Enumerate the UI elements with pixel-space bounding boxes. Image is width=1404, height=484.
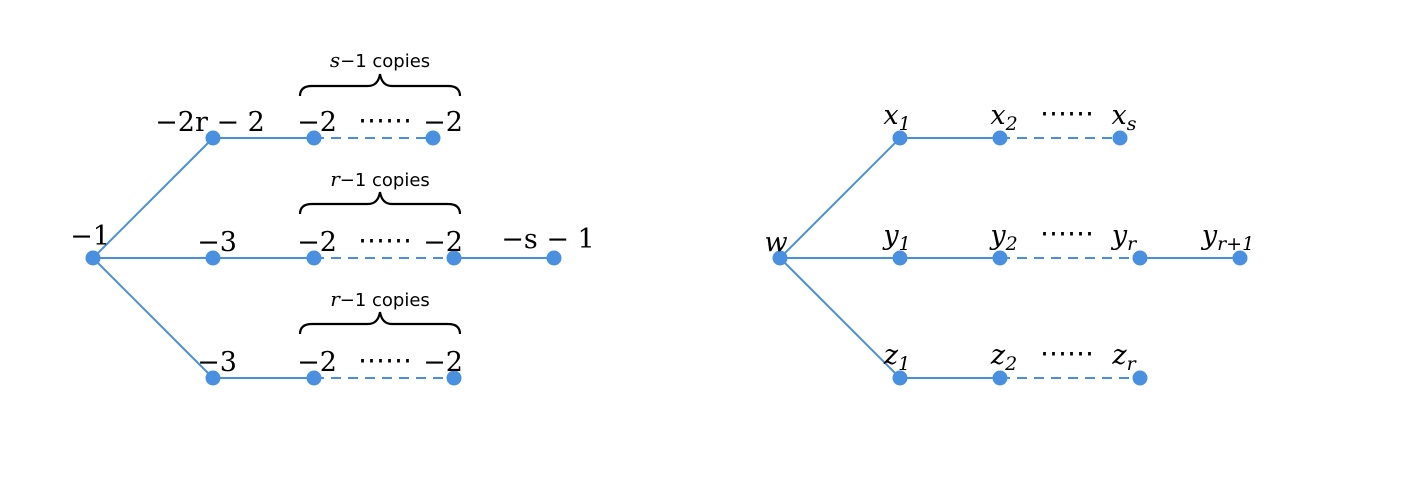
left-node-middle-2 — [306, 250, 322, 266]
right-label-x2-base: x — [990, 100, 1005, 131]
left-top-first-label: −2r − 2 — [155, 107, 265, 138]
right-label-y1-base: y — [882, 220, 899, 251]
right-edge-center-top — [779, 137, 901, 259]
right-graph: w x1 x2 ⋯⋯ xs y1 y2 ⋯⋯ yr yr+1 z1 z2 ⋯⋯ … — [764, 98, 1254, 386]
right-label-x2: x2 — [990, 100, 1017, 135]
right-node-zr — [1132, 370, 1148, 386]
right-label-xs-sub: s — [1127, 113, 1137, 135]
right-label-xs: xs — [1112, 100, 1137, 135]
left-node-top-3 — [425, 130, 441, 146]
right-bottom-dots: ⋯⋯ — [1040, 338, 1094, 369]
left-bottom-chain-end-label: −2 — [423, 347, 463, 378]
right-label-y2: y2 — [989, 220, 1017, 255]
right-label-zr-sub: r — [1127, 353, 1138, 375]
right-label-z2-sub: 2 — [1004, 353, 1017, 375]
left-node-middle-1 — [205, 250, 221, 266]
left-top-chain-start-label: −2 — [297, 107, 337, 138]
left-node-middle-3 — [446, 250, 462, 266]
left-middle-brace-var: r — [330, 167, 341, 191]
left-middle-chain-end-label: −2 — [423, 227, 463, 258]
left-bottom-chain-start-label: −2 — [297, 347, 337, 378]
right-label-x1-sub: 1 — [899, 113, 911, 135]
left-node-center — [85, 250, 101, 266]
left-bottom-brace — [298, 311, 462, 335]
right-label-x1-base: x — [883, 100, 898, 131]
right-label-y2-sub: 2 — [1005, 233, 1018, 255]
left-bottom-first-label: −3 — [197, 347, 237, 378]
right-label-z2: z2 — [990, 340, 1017, 375]
right-center-label: w — [764, 227, 787, 258]
left-edge-center-top — [92, 137, 214, 259]
right-label-yr-sub: r — [1127, 233, 1138, 255]
right-label-x1: x1 — [883, 100, 910, 135]
right-label-yr1-base: y — [1201, 220, 1218, 251]
right-label-y1-sub: 1 — [899, 233, 911, 255]
right-label-zr: zr — [1111, 340, 1137, 375]
left-node-bottom-2 — [306, 370, 322, 386]
right-node-x1 — [892, 130, 908, 146]
left-node-bottom-3 — [446, 370, 462, 386]
right-node-z1 — [892, 370, 908, 386]
right-label-z2-base: z — [990, 340, 1006, 371]
right-node-x2 — [992, 130, 1008, 146]
right-label-xs-base: x — [1112, 100, 1127, 131]
left-node-middle-4 — [546, 250, 562, 266]
right-label-z1-sub: 1 — [898, 353, 910, 375]
left-top-brace-var: s — [330, 48, 340, 72]
left-graph: −1 −2r − 2 −2 ⋯⋯ −2 −3 −2 ⋯⋯ −2 −s − 1 −… — [70, 48, 595, 386]
right-label-z1-base: z — [883, 340, 899, 371]
right-label-yr: yr — [1111, 220, 1138, 255]
right-node-xs — [1112, 130, 1128, 146]
right-label-y2-base: y — [989, 220, 1006, 251]
left-middle-chain-start-label: −2 — [297, 227, 337, 258]
left-top-chain-end-label: −2 — [423, 107, 463, 138]
left-top-brace-label: s−1 copies — [330, 48, 430, 72]
left-node-top-1 — [205, 130, 221, 146]
left-middle-dots: ⋯⋯ — [358, 225, 412, 256]
right-edge-center-bottom — [779, 257, 901, 379]
right-node-y2 — [992, 250, 1008, 266]
right-label-yr1: yr+1 — [1201, 220, 1254, 255]
left-node-bottom-1 — [205, 370, 221, 386]
right-node-yr1 — [1232, 250, 1248, 266]
left-middle-brace-text: −1 copies — [340, 170, 430, 191]
left-bottom-brace-label: r−1 copies — [330, 287, 430, 311]
left-node-top-2 — [306, 130, 322, 146]
left-bottom-brace-var: r — [330, 287, 341, 311]
right-label-yr-base: y — [1111, 220, 1128, 251]
left-center-label: −1 — [70, 221, 110, 252]
right-node-z2 — [992, 370, 1008, 386]
right-label-x2-sub: 2 — [1005, 113, 1018, 135]
right-label-z1: z1 — [883, 340, 910, 375]
right-top-dots: ⋯⋯ — [1040, 98, 1094, 129]
left-top-brace — [298, 73, 462, 97]
left-middle-first-label: −3 — [197, 227, 237, 258]
left-middle-brace — [298, 191, 462, 215]
right-label-yr1-sub: r+1 — [1217, 233, 1254, 255]
left-bottom-brace-text: −1 copies — [340, 290, 430, 311]
right-node-y1 — [892, 250, 908, 266]
left-bottom-dots: ⋯⋯ — [358, 345, 412, 376]
right-middle-dots: ⋯⋯ — [1040, 218, 1094, 249]
right-label-zr-base: z — [1111, 340, 1127, 371]
right-node-w — [772, 250, 788, 266]
right-node-yr — [1132, 250, 1148, 266]
left-middle-tail-label: −s − 1 — [501, 224, 594, 255]
left-top-dots: ⋯⋯ — [358, 105, 412, 136]
right-label-y1: y1 — [882, 220, 910, 255]
left-middle-brace-label: r−1 copies — [330, 167, 430, 191]
left-edge-center-bottom — [92, 257, 214, 379]
left-top-brace-text: −1 copies — [340, 51, 430, 72]
